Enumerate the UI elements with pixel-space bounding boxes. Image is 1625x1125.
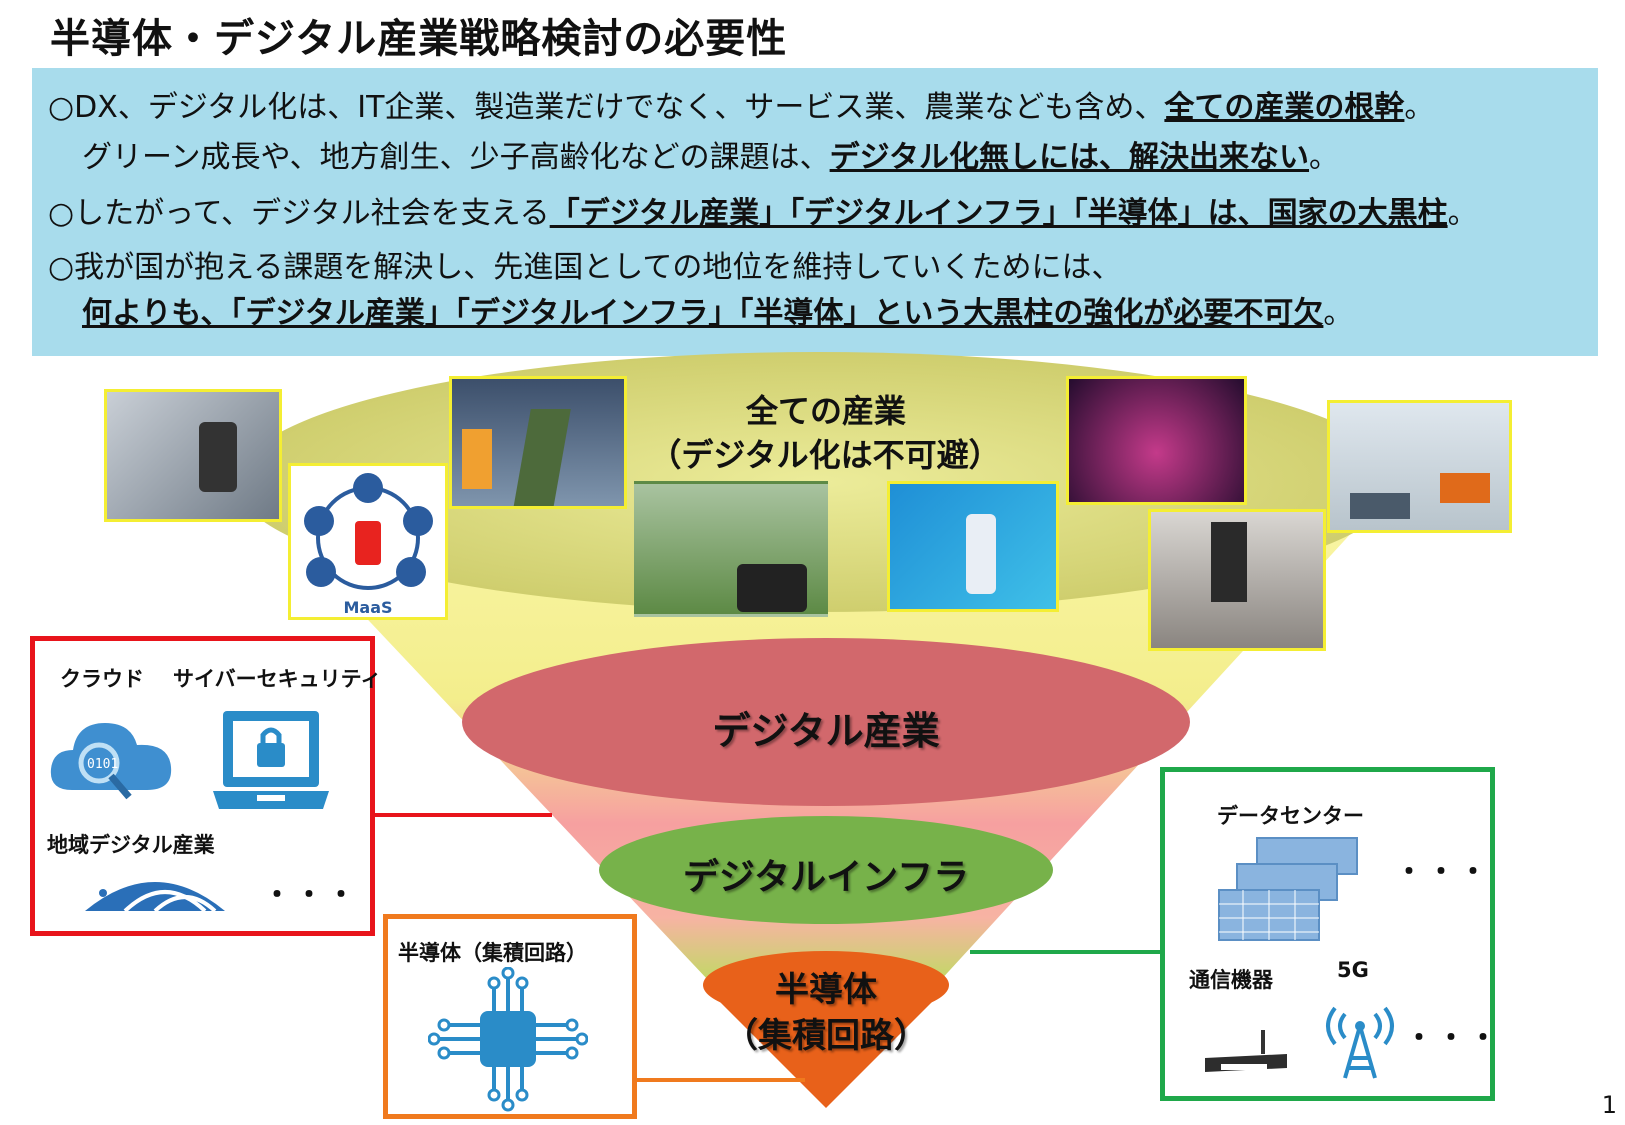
cyber-security-label: サイバーセキュリティ xyxy=(173,667,382,691)
digital-industry-box: クラウド サイバーセキュリティ 0101 地域デジタル産業 ・・・ xyxy=(30,636,381,936)
digital-infra-box: データセンター ・・・ 通信機器 5G ・・・ xyxy=(1160,767,1497,1101)
smart-home-image xyxy=(104,389,282,522)
point-3-emphasis: 何よりも、「デジタル産業」「デジタルインフラ」「半導体」という大黒柱の強化が必要… xyxy=(82,296,1324,331)
smartphone-shape xyxy=(199,422,237,492)
conveyor-shape xyxy=(513,409,571,506)
semiconductor-tip xyxy=(703,985,949,1108)
point-1b-text: グリーン成長や、地方創生、少子高齢化などの課題は、 xyxy=(82,140,830,175)
excavator-shape xyxy=(1440,473,1490,503)
truck-shape xyxy=(1350,493,1410,519)
point-2-end: 。 xyxy=(1447,196,1478,231)
point-1-text: ○DX、デジタル化は、IT企業、製造業だけでなく、サービス業、農業なども含め、 xyxy=(48,90,1165,125)
semiconductor-sublabel: （集積回路） xyxy=(724,1016,928,1056)
point-1b-emphasis: デジタル化無しには、解決出来ない xyxy=(829,140,1310,175)
point-3-line-2: 何よりも、「デジタル産業」「デジタルインフラ」「半導体」という大黒柱の強化が必要… xyxy=(82,288,1353,332)
router-icon xyxy=(1205,1030,1287,1072)
smart-agriculture-image xyxy=(634,481,828,617)
digital-healthcare-image xyxy=(887,481,1059,612)
cloud-binary-text: 0101 xyxy=(87,757,118,772)
cloud-icon: 0101 xyxy=(50,723,172,800)
point-1-line-1: ○DX、デジタル化は、IT企業、製造業だけでなく、サービス業、農業なども含め、全… xyxy=(48,82,1434,126)
greenhouse-icon xyxy=(85,882,225,913)
point-3-end: 。 xyxy=(1323,296,1354,331)
laptop-lock-icon xyxy=(213,711,329,809)
5g-label: 5G xyxy=(1337,958,1369,982)
comm-more-ellipsis: ・・・ xyxy=(1405,1021,1502,1054)
maas-label: MaaS xyxy=(343,598,393,617)
point-2-emphasis: 「デジタル産業」「デジタルインフラ」「半導体」は、国家の大黒柱 xyxy=(549,196,1448,231)
datacenter-more-ellipsis: ・・・ xyxy=(1395,855,1492,888)
key-message-box: ○DX、デジタル化は、IT企業、製造業だけでなく、サービス業、農業なども含め、全… xyxy=(32,68,1598,356)
maas-image: MaaS xyxy=(288,463,448,620)
point-3-line-1: ○我が国が抱える課題を解決し、先進国としての地位を維持していくためには、 xyxy=(48,250,1122,285)
factory-robot-image xyxy=(449,376,627,509)
digital-infra-label: デジタルインフラ xyxy=(682,857,970,898)
page-number: 1 xyxy=(1601,1091,1617,1119)
antenna-5g-icon xyxy=(1326,1006,1394,1079)
doctor-shape xyxy=(966,514,996,594)
point-1-end: 。 xyxy=(1404,90,1435,125)
communication-equipment-label: 通信機器 xyxy=(1189,968,1273,992)
point-2-text: ○したがって、デジタル社会を支える xyxy=(48,196,550,231)
all-industries-sublabel: （デジタル化は不可避） xyxy=(649,436,1001,474)
page-title: 半導体・デジタル産業戦略検討の必要性 xyxy=(50,16,788,62)
point-1-line-2: グリーン成長や、地方創生、少子高齢化などの課題は、デジタル化無しには、解決出来な… xyxy=(82,132,1339,176)
more-items-ellipsis: ・・・ xyxy=(263,878,360,911)
maas-icon xyxy=(304,473,433,590)
semiconductor-label: 半導体 xyxy=(775,970,877,1010)
semiconductor-box: 半導体（集積回路） xyxy=(383,914,637,1119)
robot-arm-shape xyxy=(462,429,492,489)
all-industries-label: 全ての産業 xyxy=(745,392,906,430)
point-1-emphasis: 全ての産業の根幹 xyxy=(1164,90,1405,125)
point-1b-end: 。 xyxy=(1309,140,1340,175)
datacenter-label: データセンター xyxy=(1217,804,1364,828)
digital-industry-ellipse xyxy=(462,638,1190,806)
teacher-shape xyxy=(1211,522,1247,602)
chip-icon xyxy=(428,967,588,1112)
cloud-label: クラウド xyxy=(60,667,144,691)
regional-digital-label: 地域デジタル産業 xyxy=(47,833,215,857)
education-classroom-image xyxy=(1148,509,1326,651)
digital-infra-ellipse xyxy=(599,816,1053,924)
tablet-shape xyxy=(737,564,807,612)
datacenter-icon xyxy=(1218,837,1358,941)
semiconductor-box-title: 半導体（集積回路） xyxy=(398,941,587,965)
smart-construction-image xyxy=(1327,400,1512,533)
point-2: ○したがって、デジタル社会を支える「デジタル産業」「デジタルインフラ」「半導体」… xyxy=(48,188,1478,232)
entertainment-arena-image xyxy=(1066,376,1247,505)
digital-industry-label: デジタル産業 xyxy=(712,709,940,753)
